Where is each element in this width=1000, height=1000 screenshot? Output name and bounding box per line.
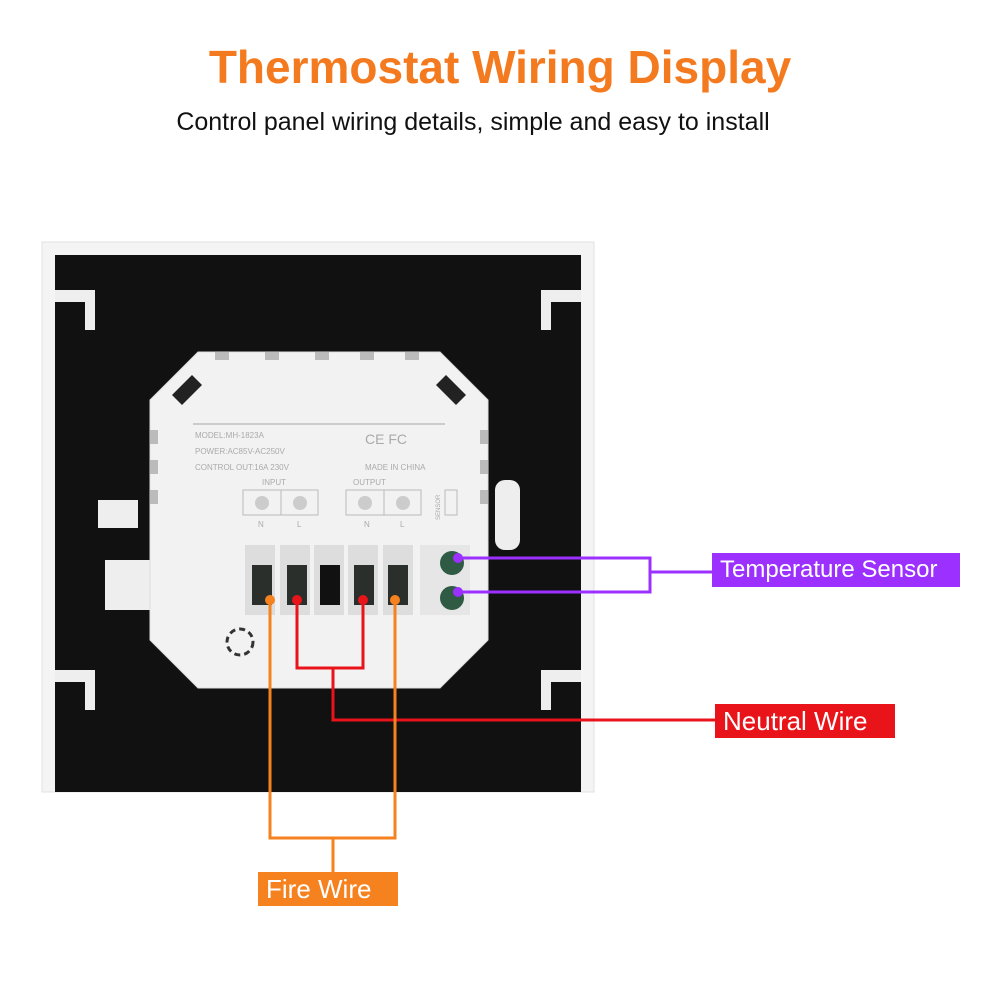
sensor-label: SENSOR [436,494,442,520]
model-text: MODEL:MH-1823A [195,431,265,440]
fire-wires [268,600,397,873]
input-n: N [258,520,264,529]
neutral-wires [295,600,716,722]
output-label: OUTPUT [353,478,386,487]
sensor-wires [456,556,712,594]
temperature-sensor-label: Temperature Sensor [712,553,960,587]
control-text: CONTROL OUT:16A 230V [195,463,290,472]
page-title: Thermostat Wiring Display [208,41,792,93]
fire-wire-label: Fire Wire [258,872,398,906]
power-text: POWER:AC85V-AC250V [195,447,285,456]
input-l: L [297,520,302,529]
neutral-wire-label: Neutral Wire [715,704,895,738]
mounting-clips [55,290,581,710]
origin-text: MADE IN CHINA [365,463,426,472]
cert-marks: CE FC [365,431,407,447]
output-l: L [400,520,405,529]
output-n: N [364,520,370,529]
input-label: INPUT [262,478,286,487]
page-subtitle: Control panel wiring details, simple and… [176,108,770,136]
